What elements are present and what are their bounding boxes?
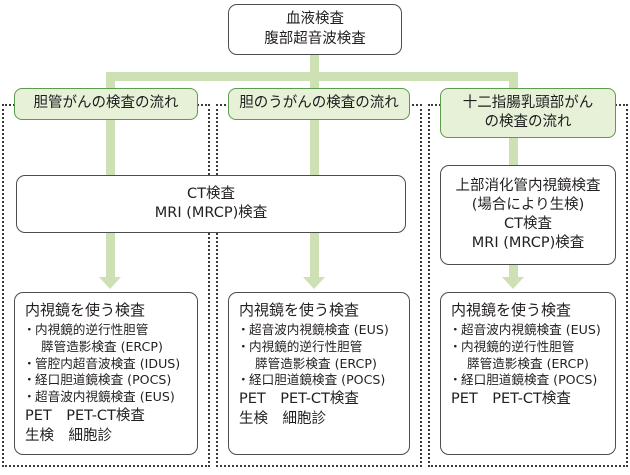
connector-col1-header-to-mid [106,120,115,175]
result-title-gallbladder: 内視鏡を使う検査 [239,301,360,319]
pet-line-ampulla: PET PET-CT検査 [451,391,571,408]
list-item: 超音波内視鏡検査 (EUS) [23,389,188,406]
upper-gi-line-1: 上部消化管内視鏡検査 [455,177,601,194]
arrow-col1-to-result-shaft [106,233,115,277]
connector-branch-col1 [106,72,115,94]
header-gallbladder-line-1: 胆のうがんの検査の流れ [239,95,399,112]
result-box-bile-duct: 内視鏡を使う検査 内視鏡的逆行性胆管 膵管造影検査 (ERCP) 管腔内超音波検… [14,292,198,455]
pet-line-bile-duct: PET PET-CT検査 [25,408,145,425]
list-item: 内視鏡的逆行性胆管 [237,339,400,356]
upper-gi-line-3: CT検査 [504,216,552,232]
biopsy-line-bile-duct: 生検 細胞診 [25,427,112,444]
connector-branch-col2 [310,72,319,94]
list-item: 膵管造影検査 (ERCP) [41,338,163,354]
header-ampulla-cancer: 十二指腸乳頭部がん の検査の流れ [440,88,616,138]
arrow-col3-to-result-shaft [509,265,518,277]
bullet-list-ampulla: 超音波内視鏡検査 (EUS) 内視鏡的逆行性胆管 膵管造影検査 (ERCP) 経… [449,322,606,390]
initial-test-line-2: 腹部超音波検査 [264,30,366,47]
list-item: 管腔内超音波検査 (IDUS) [23,356,188,373]
list-item: 膵管造影検査 (ERCP) [467,355,589,371]
header-ampulla-line-2: の検査の流れ [484,114,572,130]
connector-trunk-vertical [310,55,319,76]
result-title-ampulla: 内視鏡を使う検査 [451,301,572,319]
upper-gi-endoscopy-box: 上部消化管内視鏡検査 (場合により生検) CT検査 MRI (MRCP)検査 [440,165,616,265]
result-box-gallbladder: 内視鏡を使う検査 超音波内視鏡検査 (EUS) 内視鏡的逆行性胆管 膵管造影検査… [228,292,410,455]
upper-gi-line-2: (場合により生検) [471,196,585,213]
ct-mri-box-shared: CT検査 MRI (MRCP)検査 [16,175,406,233]
list-item: 膵管造影検査 (ERCP) [255,355,377,371]
connector-col3-header-to-mid [509,138,518,168]
list-item: 内視鏡的逆行性胆管 [23,322,188,339]
pet-line-gallbladder: PET PET-CT検査 [239,391,359,408]
arrow-col1-to-result-head [99,277,121,289]
list-item: 経口胆道鏡検査 (POCS) [449,372,606,389]
biopsy-line-gallbladder: 生検 細胞診 [239,411,326,428]
list-item: 超音波内視鏡検査 (EUS) [449,322,606,339]
bullet-list-bile-duct: 内視鏡的逆行性胆管 膵管造影検査 (ERCP) 管腔内超音波検査 (IDUS) … [23,322,188,406]
header-gallbladder-cancer: 胆のうがんの検査の流れ [228,88,410,120]
result-title-bile-duct: 内視鏡を使う検査 [25,301,146,319]
list-item: 経口胆道鏡検査 (POCS) [23,372,188,389]
header-bile-duct-cancer: 胆管がんの検査の流れ [14,88,198,120]
ct-mri-line-1: CT検査 [187,185,235,202]
upper-gi-line-4: MRI (MRCP)検査 [471,235,585,252]
arrow-col3-to-result-head [502,277,524,289]
connector-col2-header-to-mid [310,120,319,175]
header-bile-duct-line-1: 胆管がんの検査の流れ [33,95,179,112]
arrow-col2-to-result-shaft [310,233,319,277]
initial-test-line-1: 血液検査 [286,11,344,28]
ct-mri-line-2: MRI (MRCP)検査 [154,205,268,221]
result-box-ampulla: 内視鏡を使う検査 超音波内視鏡検査 (EUS) 内視鏡的逆行性胆管 膵管造影検査… [440,292,616,455]
arrow-col2-to-result-head [303,277,325,289]
bullet-list-gallbladder: 超音波内視鏡検査 (EUS) 内視鏡的逆行性胆管 膵管造影検査 (ERCP) 経… [237,322,400,390]
initial-test-box: 血液検査 腹部超音波検査 [228,4,402,55]
list-item: 超音波内視鏡検査 (EUS) [237,322,400,339]
connector-branch-col3 [509,72,518,94]
list-item: 内視鏡的逆行性胆管 [449,339,606,356]
header-ampulla-line-1: 十二指腸乳頭部がん [462,94,594,111]
list-item: 経口胆道鏡検査 (POCS) [237,372,400,389]
